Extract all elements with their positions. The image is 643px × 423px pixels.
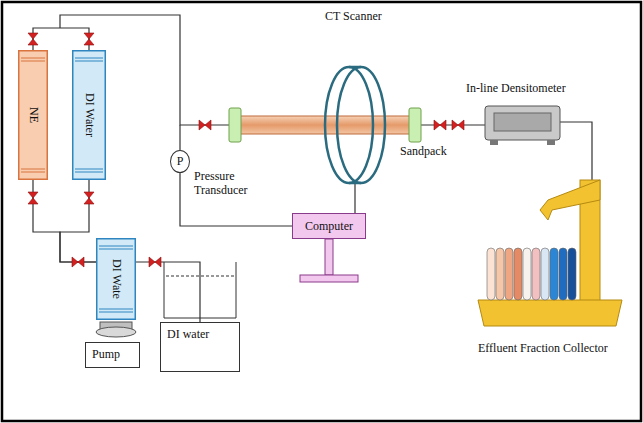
cylinder-body (97, 239, 136, 320)
ct-scanner (325, 67, 385, 183)
piston-bar (21, 169, 45, 170)
ct-ring (337, 67, 385, 183)
pump-cylinder: DI Wate (96, 238, 136, 320)
pipe (179, 125, 180, 150)
densitometer-label: In-line Densitometer (466, 82, 566, 96)
tube (496, 248, 504, 300)
cable (354, 183, 355, 213)
node-text: NE (26, 107, 41, 123)
valve (28, 192, 38, 204)
collector-label: Effluent Fraction Collector (478, 342, 608, 356)
piston-bar (75, 61, 103, 62)
valve (149, 257, 161, 267)
sandpack-label: Sandpack (400, 145, 447, 159)
node-text: DI water (167, 327, 209, 342)
pump-base (96, 327, 136, 337)
tube (541, 248, 549, 300)
computer-monitor: Computer (292, 213, 366, 239)
piston-bar (75, 169, 103, 170)
collector-arm (540, 180, 600, 220)
valve (84, 192, 94, 204)
tube (523, 248, 531, 300)
collector-base (478, 300, 622, 326)
reservoir-cylinder: DI Water (72, 50, 106, 180)
foot (547, 140, 555, 145)
scanner-label: CT Scanner (325, 10, 382, 24)
pipe (560, 122, 592, 182)
ct-ring (325, 67, 373, 183)
pipe (33, 28, 89, 50)
monitor-base (300, 275, 358, 282)
node-text: DI Wate (109, 259, 124, 299)
node-text: P (177, 154, 184, 169)
cylinder-body (19, 51, 48, 180)
piston-bar (21, 172, 45, 173)
end-flange (409, 108, 421, 142)
tube (505, 248, 513, 300)
piston-bar (75, 172, 103, 173)
valve (28, 33, 38, 45)
piston-bar (99, 309, 133, 310)
piston-bar (21, 61, 45, 62)
transducer-label: Pressure Transducer (194, 170, 272, 198)
densitometer-panel (494, 113, 551, 131)
valve (199, 120, 211, 130)
ct-ring-edge (349, 67, 361, 183)
beaker-label-box: DI water (160, 322, 240, 372)
end-flange (229, 108, 241, 142)
foot (490, 140, 498, 145)
valve (72, 257, 84, 267)
pipe-connector (136, 262, 200, 322)
piston-bar (75, 58, 103, 59)
tube (568, 248, 576, 300)
pump-label-box: Pump (85, 342, 140, 368)
pipe-connector (60, 180, 96, 262)
tube (514, 248, 522, 300)
valve (452, 120, 464, 130)
densitometer (485, 106, 560, 140)
valve (84, 33, 94, 45)
piston-bar (99, 246, 133, 247)
piston-bar (99, 312, 133, 313)
piston-bar (99, 249, 133, 250)
tube (487, 248, 495, 300)
node-text: Pump (92, 347, 120, 362)
cylinder-body (73, 51, 106, 180)
pressure-gauge: P (170, 150, 190, 173)
monitor-stand (325, 239, 333, 275)
tubes (487, 248, 576, 300)
tube (559, 248, 567, 300)
pipe-connector (33, 180, 96, 262)
tube (550, 248, 558, 300)
tube (532, 248, 540, 300)
node-text: Computer (305, 219, 353, 234)
pipes (33, 15, 592, 213)
node-text: DI Water (82, 93, 97, 137)
piston-bar (21, 58, 45, 59)
valve (434, 120, 446, 130)
reservoir-cylinder: NE (18, 50, 48, 180)
